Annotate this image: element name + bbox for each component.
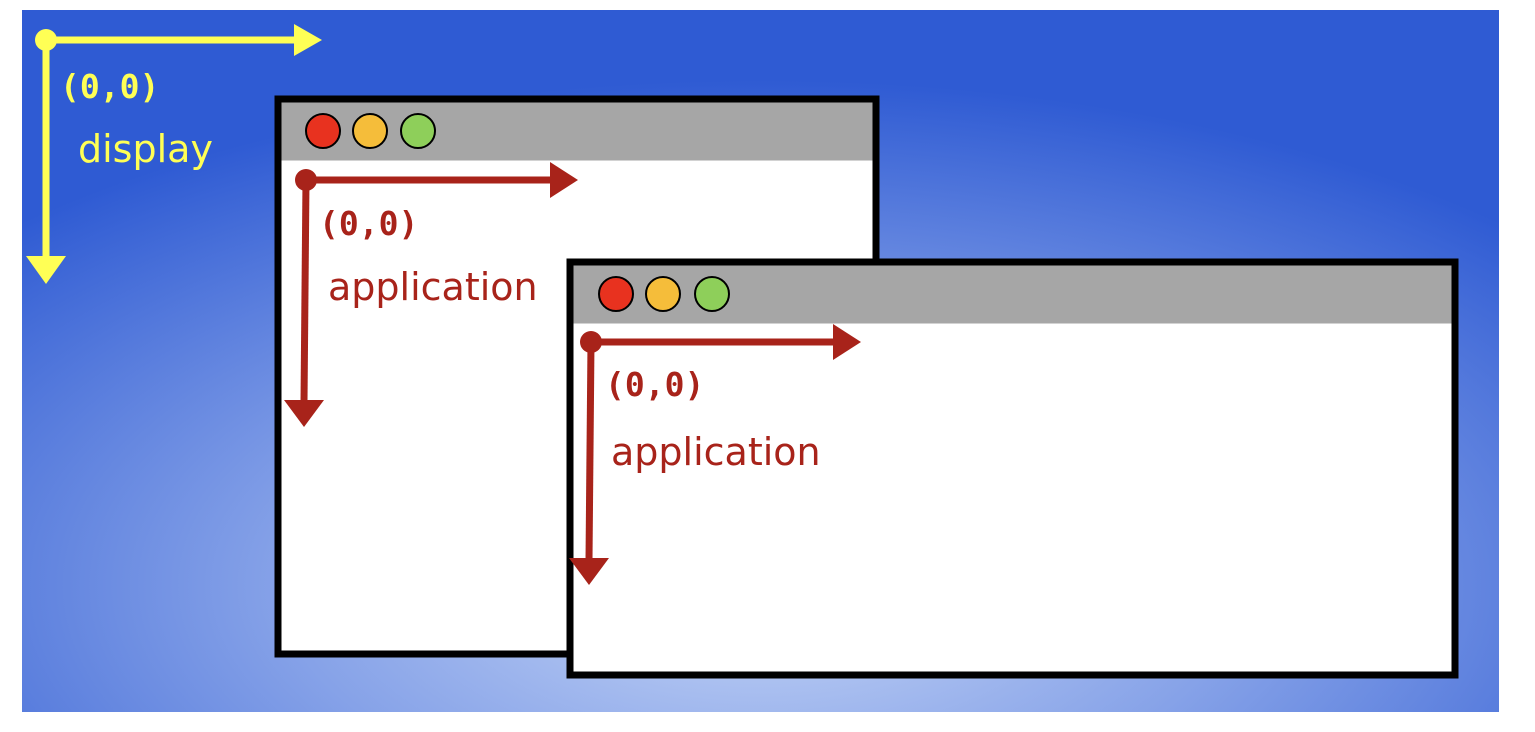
front-window-x-arrowhead [833, 324, 861, 360]
front-window-name-label: application [611, 430, 821, 474]
display-origin-label: (0,0) [60, 67, 159, 106]
close-button[interactable] [305, 113, 341, 149]
minimize-button[interactable] [352, 113, 388, 149]
front-window-axes [569, 324, 861, 585]
display-origin-dot [35, 29, 57, 51]
display-name-label: display [78, 127, 213, 171]
close-button[interactable] [598, 276, 634, 312]
display-y-arrowhead [26, 256, 66, 284]
maximize-button[interactable] [400, 113, 436, 149]
back-window-origin-label: (0,0) [319, 204, 418, 243]
display-x-arrowhead [294, 24, 322, 56]
back-window-origin-dot [295, 169, 317, 191]
back-window-x-arrowhead [550, 162, 578, 198]
minimize-button[interactable] [645, 276, 681, 312]
display-axes [26, 24, 322, 284]
front-window-origin-dot [580, 331, 602, 353]
window-body [566, 258, 1459, 679]
front-window-y-arrowhead [569, 558, 609, 585]
back-window-axes [284, 162, 578, 427]
back-window-name-label: application [328, 265, 538, 309]
maximize-button[interactable] [694, 276, 730, 312]
back-window-y-axis [300, 179, 310, 403]
front-window-y-axis [585, 341, 595, 561]
front-window-origin-label: (0,0) [605, 365, 704, 404]
back-window-y-arrowhead [284, 400, 324, 427]
application-window-front[interactable]: (0,0) application [566, 258, 1459, 679]
